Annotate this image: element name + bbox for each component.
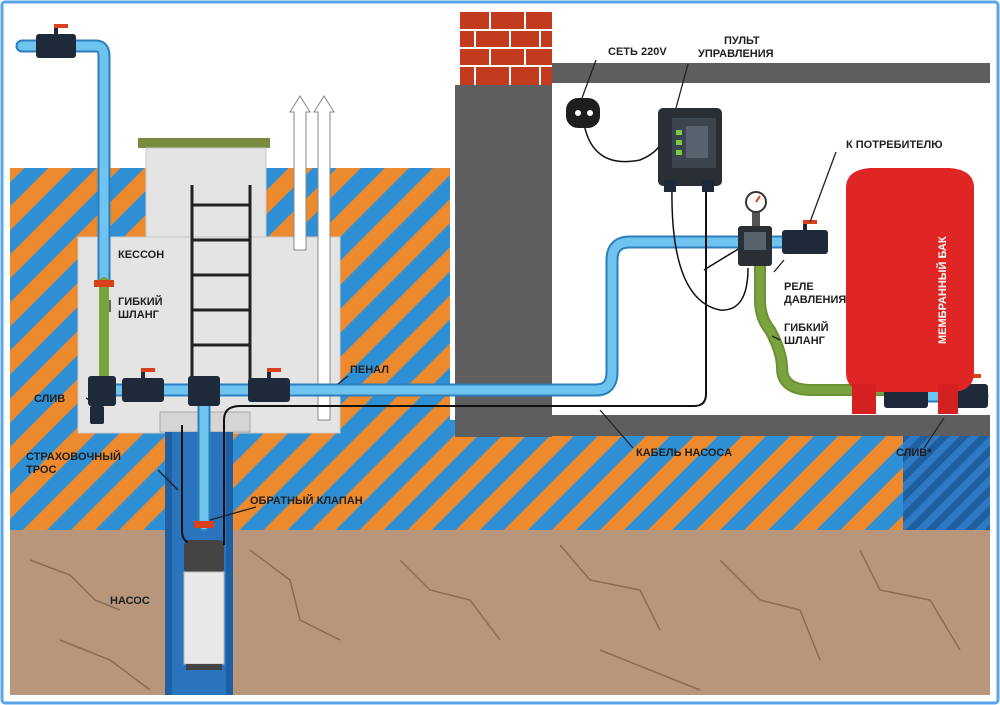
water-pipes bbox=[15, 39, 989, 532]
leader-lines bbox=[85, 59, 945, 521]
ball-valve-icon bbox=[248, 368, 290, 402]
label-sleeve: ПЕНАЛ bbox=[350, 364, 389, 376]
power-socket-icon bbox=[566, 98, 600, 128]
membrane-tank bbox=[846, 168, 974, 414]
drain-pit bbox=[903, 436, 990, 530]
ball-valve-icon bbox=[122, 368, 164, 402]
house-floor bbox=[552, 415, 990, 436]
label-to-consumer: К ПОТРЕБИТЕЛЮ bbox=[846, 139, 943, 151]
label-pump: НАСОС bbox=[110, 595, 150, 607]
pressure-relay bbox=[738, 226, 772, 266]
label-safety-rope-2: ТРОС bbox=[26, 464, 56, 476]
control-panel bbox=[658, 108, 722, 192]
label-flex-hose-right-2: ШЛАНГ bbox=[784, 335, 826, 347]
label-control-panel-1: ПУЛЬТ bbox=[724, 35, 760, 47]
ground-cracks bbox=[29, 544, 961, 691]
brick-chimney bbox=[460, 12, 552, 85]
pump bbox=[183, 540, 225, 670]
label-flex-hose-left-2: ШЛАНГ bbox=[118, 309, 160, 321]
pump-cable bbox=[181, 186, 707, 545]
house-wall bbox=[455, 85, 552, 437]
label-flex-hose-left-1: ГИБКИЙ bbox=[118, 295, 163, 308]
house-ceiling bbox=[552, 63, 990, 83]
label-caisson: КЕССОН bbox=[118, 249, 164, 261]
ground bbox=[10, 530, 990, 695]
label-drain-right: СЛИВ* bbox=[896, 447, 932, 459]
tee-fitting bbox=[188, 376, 220, 406]
label-flex-hose-right-1: ГИБКИЙ bbox=[784, 321, 829, 334]
pressure-gauge-icon bbox=[745, 191, 767, 232]
label-pressure-relay-1: РЕЛЕ bbox=[784, 281, 814, 293]
label-mains: СЕТЬ 220V bbox=[608, 46, 667, 58]
vent-arrow-icon bbox=[289, 95, 335, 421]
label-drain-left: СЛИВ bbox=[34, 393, 65, 405]
coupling bbox=[94, 280, 114, 287]
drain-valve bbox=[90, 406, 104, 424]
label-pump-cable: КАБЕЛЬ НАСОСА bbox=[636, 447, 732, 459]
label-pressure-relay-2: ДАВЛЕНИЯ bbox=[784, 294, 846, 306]
tee-fitting bbox=[88, 376, 116, 406]
check-valve-coupling bbox=[194, 521, 214, 528]
label-check-valve: ОБРАТНЫЙ КЛАПАН bbox=[250, 494, 363, 507]
ball-valve-icon bbox=[36, 24, 76, 58]
label-control-panel-2: УПРАВЛЕНИЯ bbox=[698, 48, 774, 60]
soil-layer-right bbox=[450, 420, 990, 530]
label-safety-rope-1: СТРАХОВОЧНЫЙ bbox=[26, 450, 121, 463]
label-membrane-tank: МЕМБРАННЫЙ БАК bbox=[936, 236, 949, 344]
